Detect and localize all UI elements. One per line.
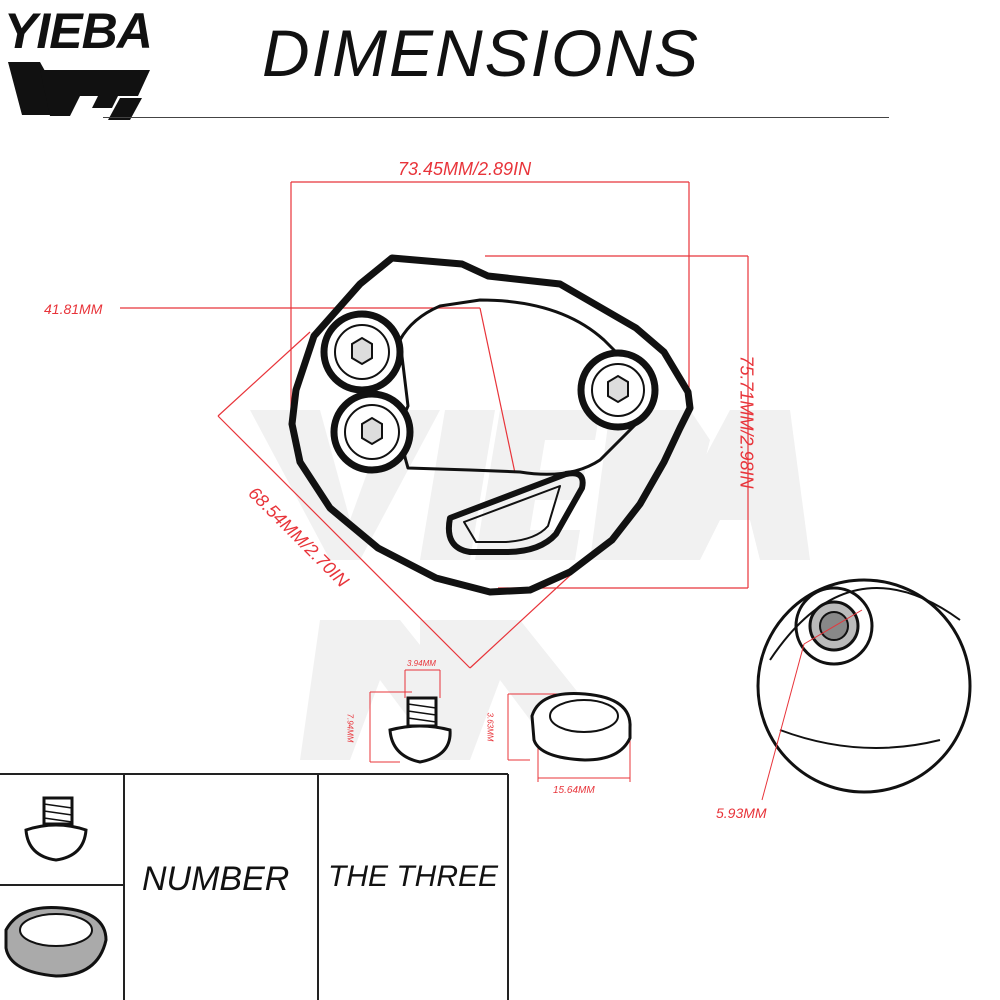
bolt-length-dimension-label: 7.94MM: [345, 713, 355, 743]
width-dimension-label: 73.45MM/2.89IN: [398, 159, 532, 179]
title-divider: [103, 117, 889, 118]
bolt-head-dimension-label: 3.94MM: [407, 659, 436, 668]
washer-height-dimension-label: 3.63MM: [485, 712, 495, 742]
thread-dimension-label: 5.93MM: [716, 805, 767, 821]
washer-diameter-dimension-label: 15.64MM: [553, 785, 595, 796]
circle-dimension-label: 41.81MM: [44, 301, 103, 317]
table-count-label: THE THREE: [328, 860, 499, 893]
page-title: DIMENSIONS: [262, 16, 701, 90]
height-dimension-label: 75.71MM/2.98IN: [736, 355, 757, 489]
brand-logo-text: YIEBA: [4, 3, 153, 59]
table-number-label: NUMBER: [142, 860, 290, 898]
